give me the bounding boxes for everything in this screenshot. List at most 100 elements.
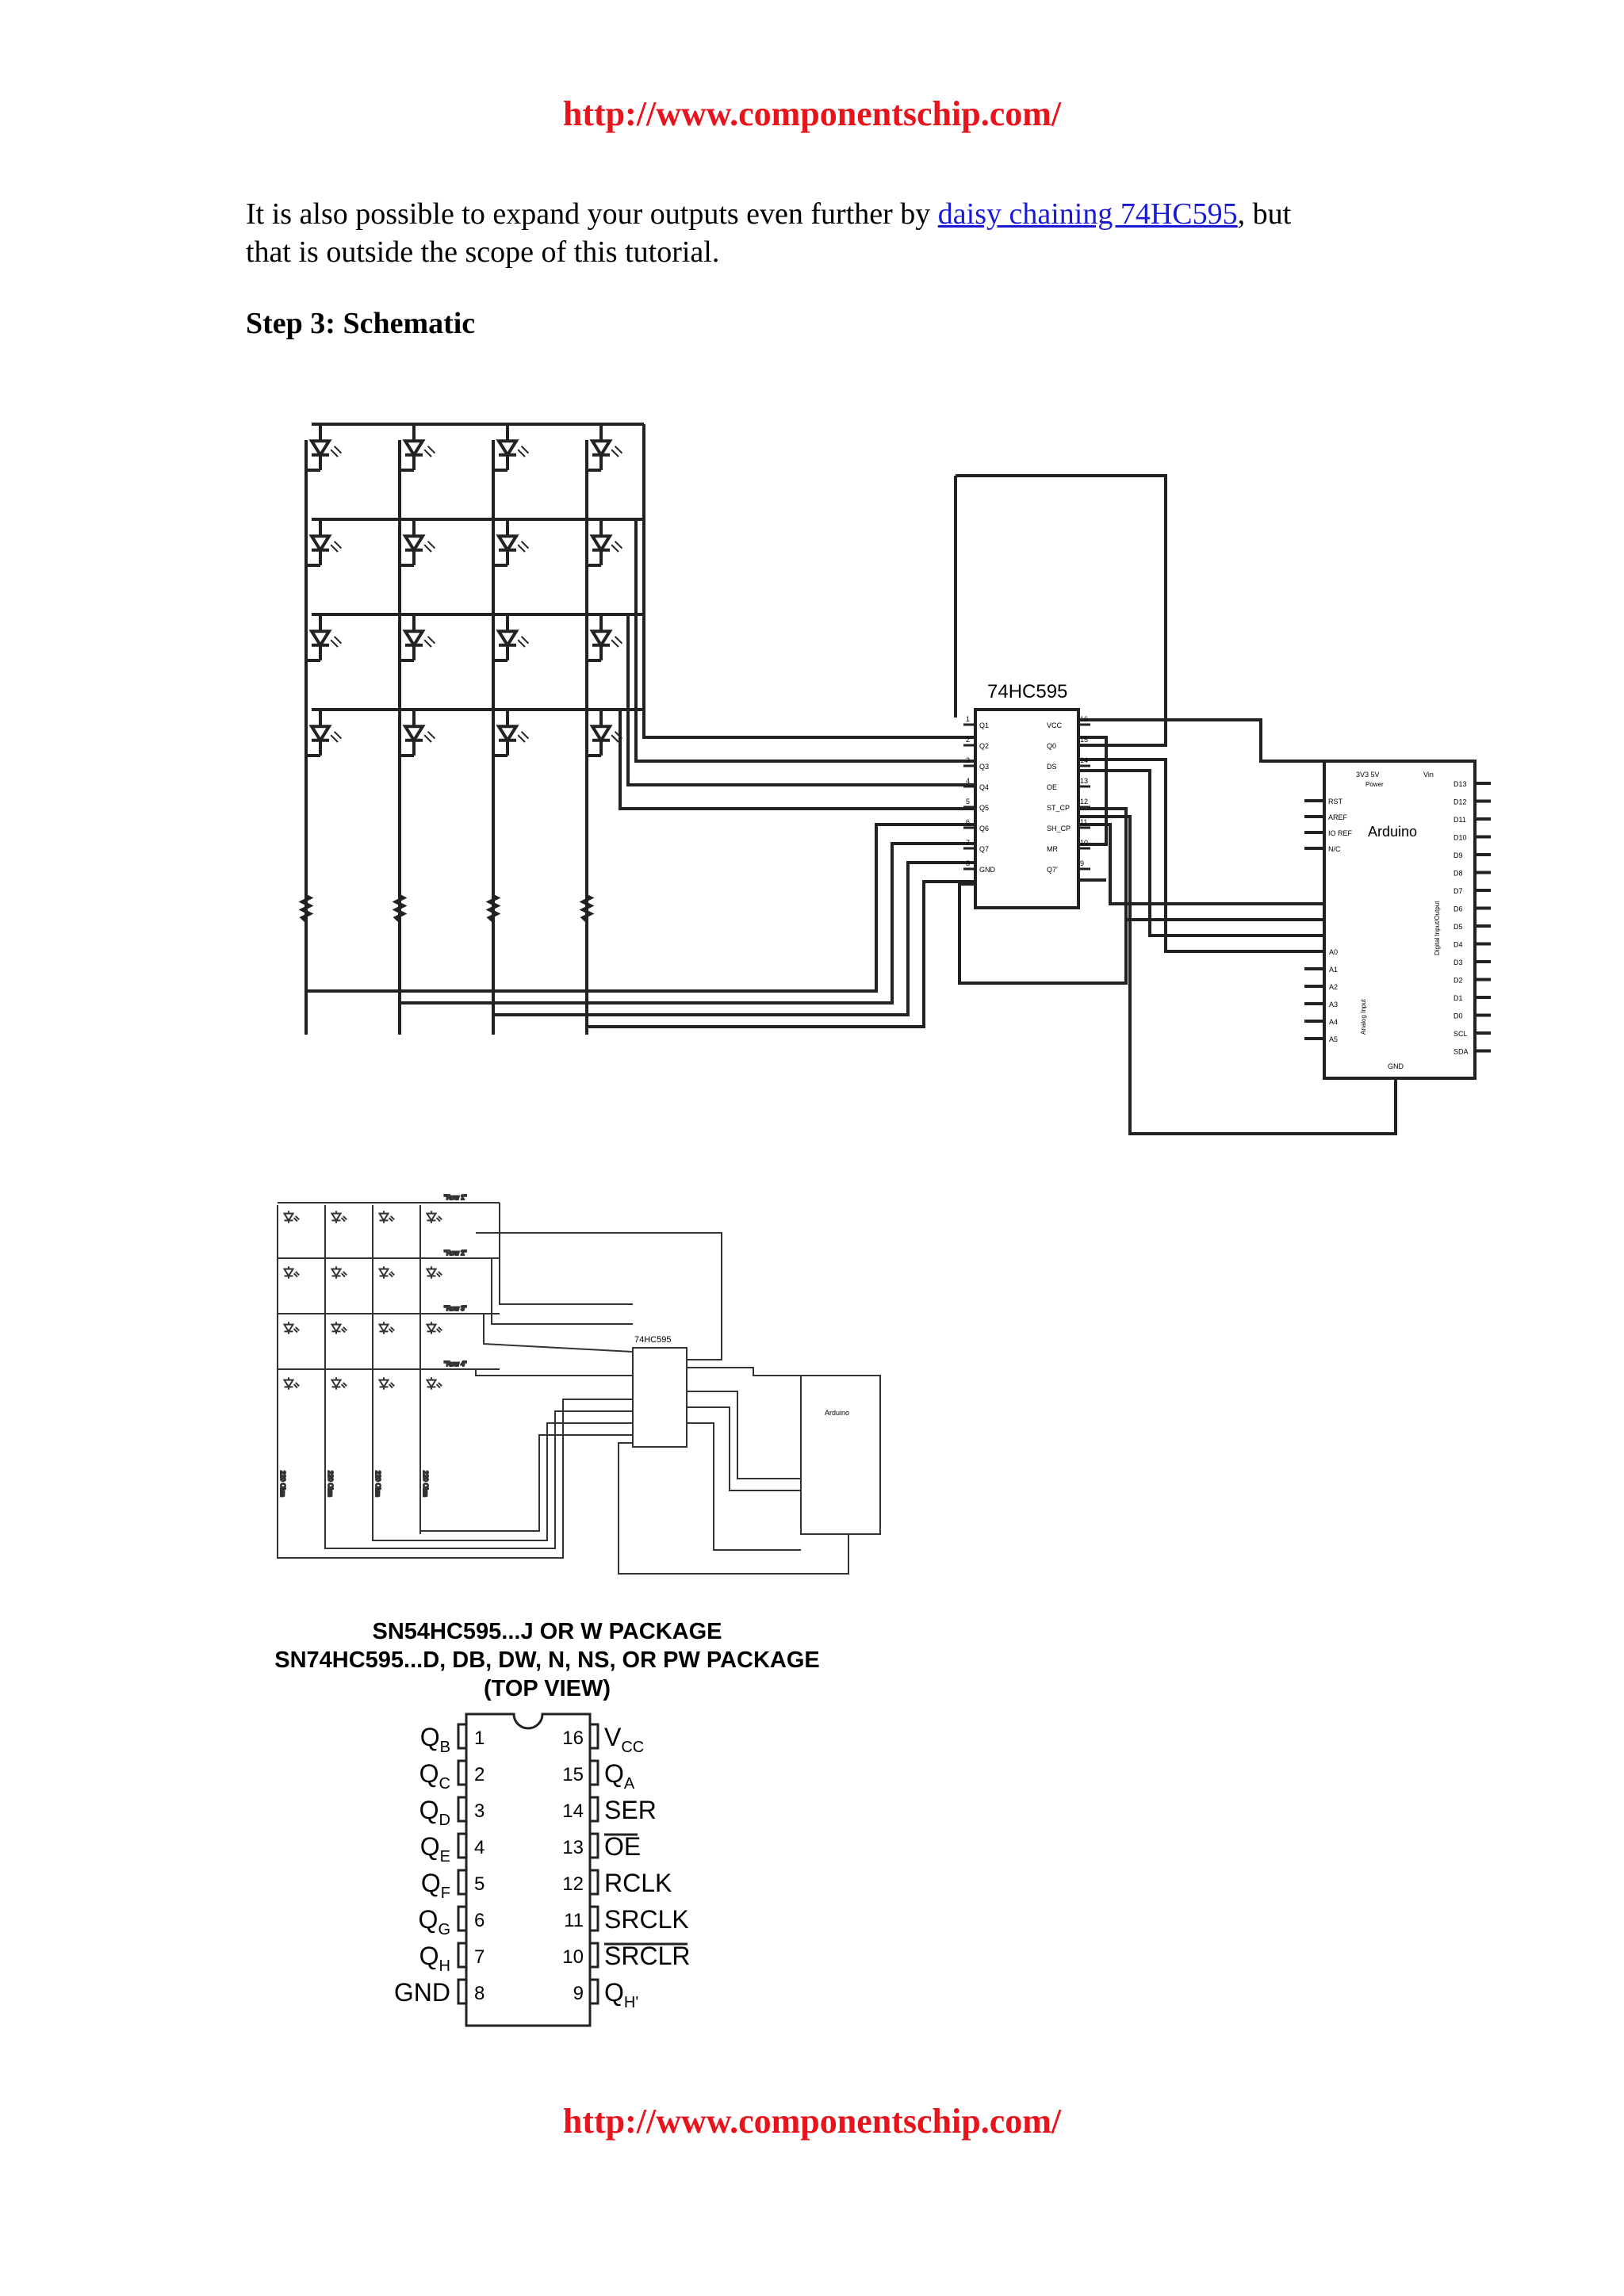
daisy-chaining-link[interactable]: daisy chaining 74HC595 <box>937 197 1238 231</box>
led-icon <box>330 1377 347 1390</box>
pin-name: GND <box>394 1978 450 2007</box>
pin-number: 16 <box>562 1728 584 1749</box>
row-label: "Row 4" <box>444 1360 467 1368</box>
resistor-label: 220 Ohm <box>374 1471 381 1497</box>
led-icon <box>589 435 623 461</box>
pin-label: D10 <box>1454 834 1467 842</box>
pin-label: D7 <box>1454 887 1463 895</box>
pin-name: OE <box>604 1832 641 1861</box>
pin-number: 4 <box>966 777 970 785</box>
led-icon <box>402 530 436 556</box>
arduino-gnd: GND <box>1388 1062 1404 1070</box>
led-icon <box>402 721 436 746</box>
package-title-2: SN74HC595...D, DB, DW, N, NS, OR PW PACK… <box>274 1647 820 1673</box>
pin-number: 16 <box>1080 715 1088 723</box>
pin-name: QG <box>419 1905 450 1938</box>
paragraph-text: It is also possible to expand your outpu… <box>246 197 938 231</box>
pin-label: D5 <box>1454 923 1463 931</box>
pin-label: A1 <box>1329 966 1338 974</box>
pin-number: 3 <box>966 756 970 764</box>
pin-number: 8 <box>474 1983 485 2004</box>
pin-name: ST_CP <box>1047 804 1070 812</box>
paragraph-text-end: , but that is outside the scope of this … <box>246 197 1292 269</box>
pin-name: QA <box>604 1759 635 1793</box>
arduino-board-small: Arduino <box>800 1375 881 1535</box>
pin-label: D6 <box>1454 905 1463 913</box>
led-icon <box>496 435 530 461</box>
shift-register-chip: 74HC595 1Q12Q23Q34Q45Q56Q67Q78GND16VCC15… <box>963 681 1090 909</box>
led-icon <box>308 626 343 651</box>
pin-name: SH_CP <box>1047 825 1071 832</box>
pin-tab <box>457 1978 468 2005</box>
pin-label: D8 <box>1454 870 1463 878</box>
pin-name: OE <box>1047 783 1057 791</box>
pin-number: 6 <box>966 818 970 826</box>
arduino-vin: Vin <box>1423 771 1434 779</box>
led-icon <box>282 1266 300 1279</box>
led-icon <box>282 1377 300 1390</box>
pin-name: SRCLR <box>604 1942 690 1970</box>
led-icon <box>589 626 623 651</box>
analog-caption: Analog Input <box>1360 998 1367 1035</box>
pin-number: 10 <box>562 1946 584 1968</box>
pin-number: 12 <box>562 1873 584 1895</box>
led-icon <box>589 721 623 746</box>
footer-url[interactable]: http://www.componentschip.com/ <box>562 2102 1062 2141</box>
pin-name: SER <box>604 1796 657 1824</box>
pin-number: 11 <box>564 1910 584 1931</box>
pin-number: 1 <box>474 1728 485 1749</box>
pin-number: 7 <box>966 839 970 847</box>
pin-number: 4 <box>474 1837 485 1858</box>
led-icon <box>402 626 436 651</box>
header-url[interactable]: http://www.componentschip.com/ <box>562 94 1062 133</box>
pin-number: 13 <box>562 1837 584 1858</box>
pin-label: IO REF <box>1328 829 1353 837</box>
pin-label: A3 <box>1329 1001 1338 1008</box>
pin-label: D4 <box>1454 941 1463 949</box>
ic-package-body <box>465 1712 592 2027</box>
pin-number: 10 <box>1080 839 1088 847</box>
pin-name: VCC <box>1047 721 1063 729</box>
pin-number: 14 <box>1080 756 1088 764</box>
pin-name: Q4 <box>979 783 989 791</box>
pin-label: D1 <box>1454 994 1463 1002</box>
pin-label: D0 <box>1454 1012 1463 1020</box>
pin-name: QF <box>421 1869 450 1902</box>
led-icon <box>377 1211 395 1223</box>
resistor-label: 220 Ohm <box>422 1471 429 1497</box>
pin-name: QE <box>420 1832 450 1866</box>
chip-label-small: 74HC595 <box>634 1335 671 1345</box>
pin-name: QD <box>419 1796 450 1829</box>
resistor-label: 220 Ohm <box>279 1471 286 1497</box>
pin-number: 7 <box>474 1946 485 1968</box>
resistor <box>298 894 314 923</box>
pin-number: 5 <box>474 1873 485 1895</box>
resistor-label: 220 Ohm <box>327 1471 334 1497</box>
led-icon <box>496 530 530 556</box>
pin-name: QH <box>419 1942 450 1975</box>
pin-label: RST <box>1328 798 1343 806</box>
pin-number: 9 <box>573 1983 584 2004</box>
row-label: "Row 3" <box>444 1305 467 1312</box>
pin-tab <box>588 1869 599 1896</box>
pin-label: SDA <box>1454 1048 1469 1056</box>
led-icon <box>402 435 436 461</box>
pin-name: Q5 <box>979 804 989 812</box>
pin-label: D12 <box>1454 798 1467 806</box>
pin-number: 14 <box>562 1800 584 1822</box>
led-icon <box>330 1266 347 1279</box>
led-icon <box>330 1322 347 1334</box>
led-icon <box>377 1377 395 1390</box>
pin-number: 8 <box>966 859 970 867</box>
arduino-power-label: 3V3 5V <box>1356 771 1380 779</box>
pin-number: 15 <box>562 1764 584 1785</box>
pin-name: Q3 <box>979 763 989 771</box>
arduino-label-small: Arduino <box>825 1409 849 1417</box>
pin-label: A2 <box>1329 983 1338 991</box>
pin-label: D11 <box>1454 816 1466 824</box>
pin-tab <box>457 1723 468 1750</box>
pin-tab <box>588 1723 599 1750</box>
